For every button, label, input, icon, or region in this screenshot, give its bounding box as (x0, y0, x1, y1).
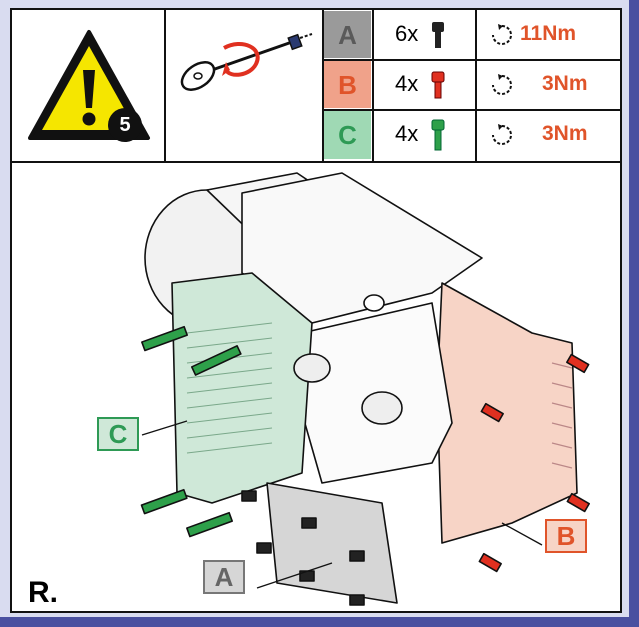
row-c-count: 4x (395, 121, 419, 146)
screw-icon (431, 119, 445, 151)
divider (164, 10, 166, 161)
divider (372, 10, 374, 161)
divider (322, 10, 324, 161)
row-a-torque: 11Nm (520, 22, 577, 45)
hex-key-tool-icon (180, 33, 313, 91)
c-callout-tag: C (97, 417, 139, 451)
scrollbar-vertical[interactable] (629, 0, 639, 627)
a-callout-tag: A (203, 560, 245, 594)
rotate-clockwise-icon (492, 24, 512, 45)
screw-icon (432, 22, 444, 48)
figure-label: R. (28, 576, 58, 609)
divider (322, 59, 620, 61)
row-a-count: 6x (395, 21, 419, 46)
rotate-clockwise-icon (492, 74, 512, 95)
row-c-torque: 3Nm (542, 122, 588, 145)
instruction-sheet: 5 A B C 6x 4x 4x 11Nm 3Nm 3Nm (10, 8, 622, 613)
b-callout-tag: B (545, 519, 587, 553)
divider (322, 109, 620, 111)
divider (475, 10, 477, 161)
pump-assembly-illustration (140, 172, 590, 606)
header-table: 5 A B C 6x 4x 4x 11Nm 3Nm 3Nm (12, 10, 620, 163)
row-b-torque: 3Nm (542, 72, 588, 95)
scrollbar-horizontal[interactable] (0, 617, 639, 627)
row-b-count: 4x (395, 71, 419, 96)
tool-size-badge: 5 (108, 108, 142, 142)
row-c-letter: C (324, 111, 371, 159)
screw-icon (431, 71, 445, 99)
row-a-letter: A (324, 11, 371, 58)
row-b-letter: B (324, 61, 371, 108)
rotate-clockwise-icon (492, 124, 512, 145)
